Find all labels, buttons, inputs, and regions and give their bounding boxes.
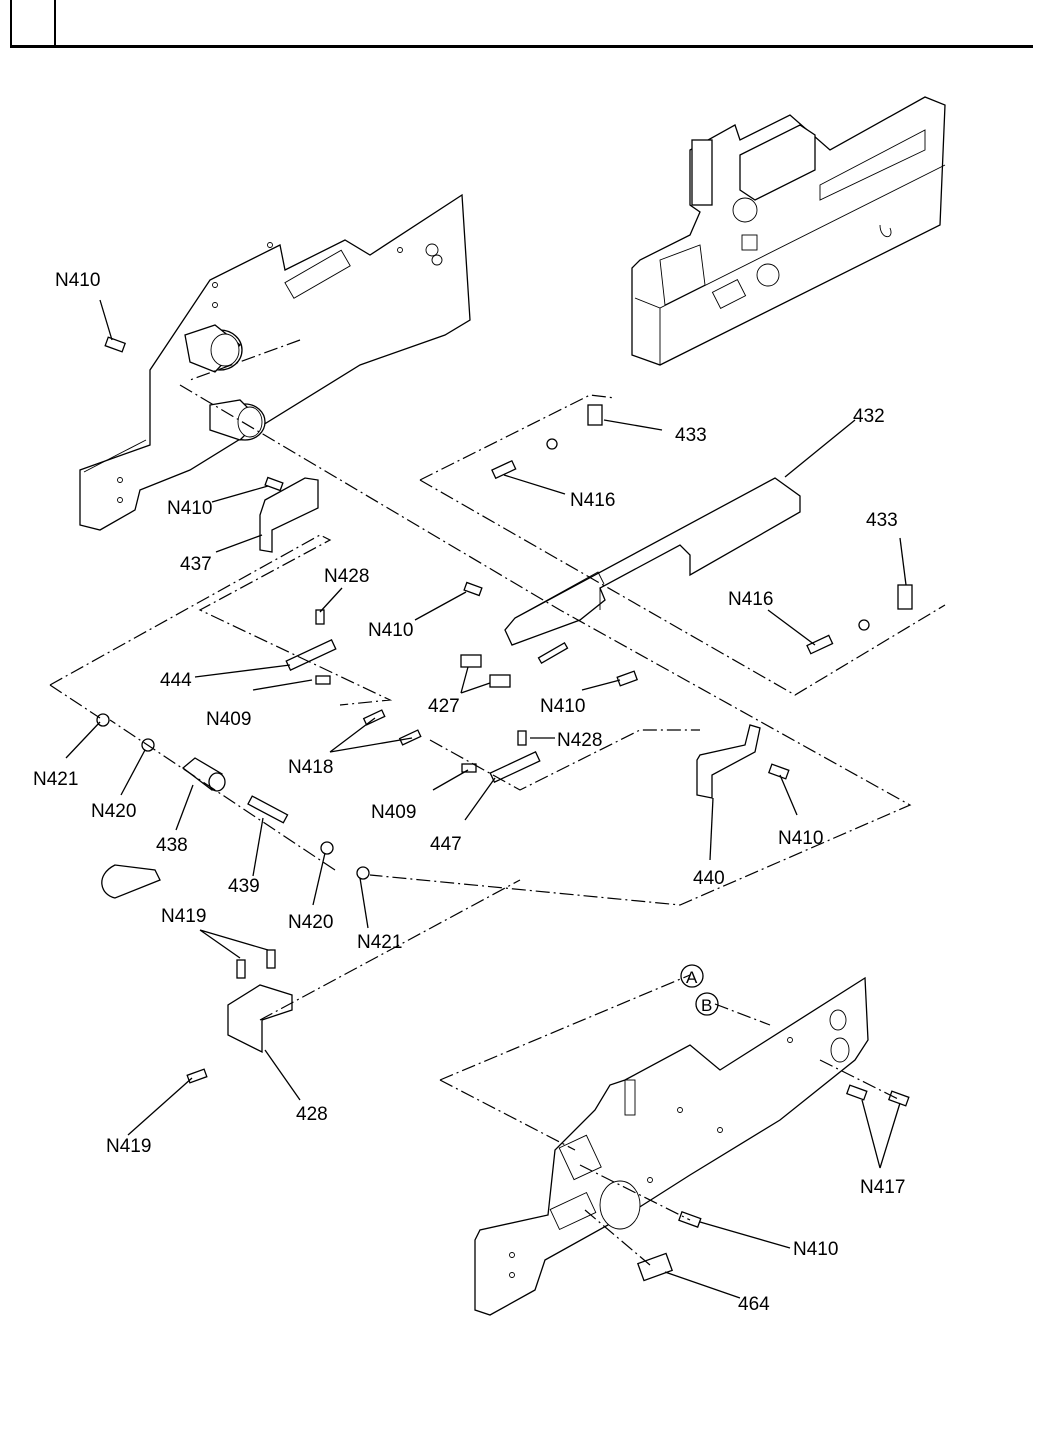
callout-n418: N418 [288,757,333,778]
callout-n410-rail: N410 [540,696,585,717]
spring-n428-a [316,610,324,624]
ref-label-a: A [686,968,698,987]
screw-n419-single [187,1069,207,1083]
pad-427-b [490,675,510,687]
pad-427-a [461,655,481,667]
screw-n417-b [889,1091,909,1106]
callout-n416-top: N416 [570,490,615,511]
screw-n417-a [847,1085,867,1100]
ref-label-b: B [701,996,712,1015]
callout-n410-plate: N410 [793,1239,838,1260]
screw-n410-bracket [265,478,283,491]
callout-n419-single: N419 [106,1136,151,1157]
screw-n409-a [316,676,330,684]
callout-n410-440: N410 [778,828,823,849]
callout-433-top: 433 [675,425,707,446]
screw-n410-mid [464,583,482,596]
nut-right [859,620,869,630]
callout-n410-mid: N410 [368,620,413,641]
callout-n421-right: N421 [357,932,402,953]
callout-n421-left: N421 [33,769,78,790]
bolt-n416-right [807,635,833,653]
spring-n428-b [518,731,526,745]
bracket-440 [697,725,760,798]
callout-427: 427 [428,696,460,717]
callout-438: 438 [156,835,188,856]
callout-n409-b: N409 [371,802,416,823]
screw-n410-440 [769,764,789,779]
pin-n418-b [400,730,421,745]
belt [102,865,160,898]
callout-n419-pair: N419 [161,906,206,927]
clip-n421-right [357,867,369,879]
callout-n428-a: N428 [324,566,369,587]
label-plate-464 [638,1253,672,1280]
guide-rail-432 [505,478,800,663]
callout-447: 447 [430,834,462,855]
screw-n410-top [105,337,125,352]
screw-n409-b [462,764,476,772]
pin-n418-a [364,710,385,725]
bracket-433-top [588,405,602,425]
bolt-n416-top [492,461,516,478]
callout-439: 439 [228,876,260,897]
callout-444: 444 [160,670,192,691]
right-side-plate [475,978,868,1315]
assembled-feeder-unit [632,97,945,365]
callout-n409-a: N409 [206,709,251,730]
callout-n420-left: N420 [91,801,136,822]
bracket-433-right [898,585,912,609]
assembly-lines [50,340,945,1265]
bracket-428 [228,985,292,1052]
callout-428: 428 [296,1104,328,1125]
callout-437: 437 [180,554,212,575]
nut-top [547,439,557,449]
screw-n419-b [267,950,275,968]
callout-440: 440 [693,868,725,889]
callout-433-right: 433 [866,510,898,531]
screw-n419-a [237,960,245,978]
shaft-439 [248,796,288,823]
callout-n416-right: N416 [728,589,773,610]
callout-n417: N417 [860,1177,905,1198]
callout-n428-b: N428 [557,730,602,751]
callout-464: 464 [738,1294,770,1315]
washer-n420-right [321,842,333,854]
callout-n420-right: N420 [288,912,333,933]
callout-n410-top: N410 [55,270,100,291]
callout-n410-bracket: N410 [167,498,212,519]
callout-432: 432 [853,406,885,427]
screw-n410-rail [617,671,637,686]
